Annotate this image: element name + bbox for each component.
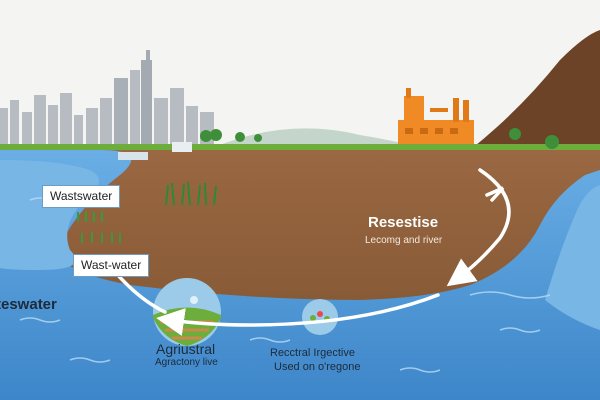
arrow-wastewater-down (113, 270, 167, 314)
factory (398, 88, 474, 148)
agriculture-subtitle: Agractony live (155, 357, 218, 368)
resestise-title: Resestise (368, 214, 439, 231)
arrow-river-to-fields (156, 293, 440, 336)
wastewater-label-left: teswater (0, 296, 57, 313)
agriculture-title: Agriustral (156, 341, 216, 357)
city-skyline (0, 50, 214, 148)
river-channel-right (545, 185, 600, 330)
recreation-globe-icon (302, 299, 338, 335)
wastewater-label-mid: Wast-water (73, 254, 150, 277)
grass-strip (0, 144, 600, 152)
crop-patch-upper (165, 181, 217, 206)
arrow-factory-to-river (446, 168, 511, 287)
arrow-top-swoosh (485, 186, 505, 202)
river-main (0, 150, 600, 400)
mountain (470, 30, 600, 150)
flow-arrows (113, 168, 511, 336)
recreational-title: Recctral Irgective (270, 347, 355, 359)
wastewater-label-top: Wastswater (42, 185, 121, 208)
distant-hill (220, 128, 410, 145)
outflow-pipe (118, 142, 192, 160)
resestise-subtitle: Lecomg and river (365, 235, 443, 246)
recreational-subtitle: Used on o'regone (274, 361, 361, 373)
crop-patch-small (77, 211, 121, 243)
